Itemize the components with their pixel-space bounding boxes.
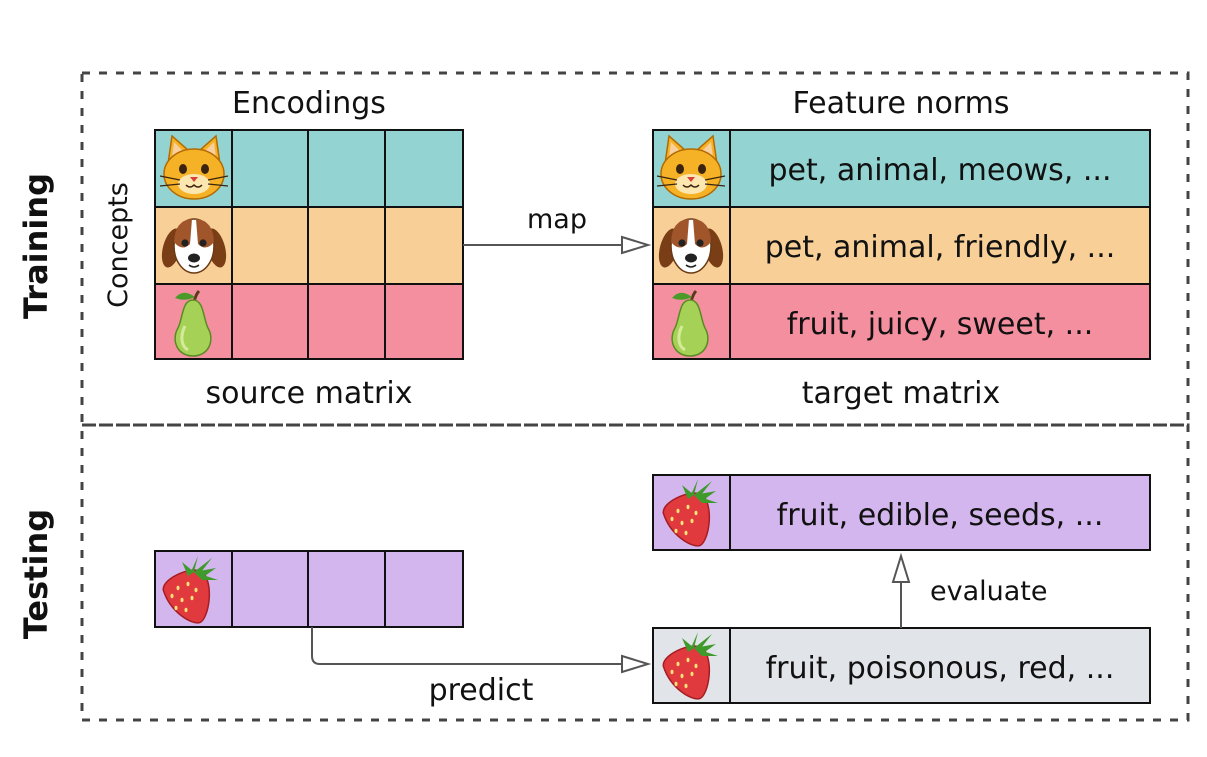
target-row-dog-fill <box>652 206 1151 285</box>
evaluate-label: evaluate <box>930 576 1048 607</box>
map-arrow <box>463 235 652 255</box>
test-source-row <box>154 550 464 632</box>
map-label: map <box>527 204 587 235</box>
target-row-dog-features: pet, animal, friendly, ... <box>765 230 1116 265</box>
predicted-row: fruit, poisonous, red, ... <box>652 627 1151 708</box>
source-matrix-caption: source matrix <box>206 376 413 411</box>
source-row-dog <box>154 206 464 285</box>
test-target-features: fruit, edible, seeds, ... <box>777 498 1104 533</box>
predict-arrow <box>311 627 652 674</box>
predict-label: predict <box>429 673 534 708</box>
encodings-title: Encodings <box>232 86 386 121</box>
target-row-cat-features: pet, animal, meows, ... <box>769 153 1112 188</box>
target-matrix: pet, animal, meows, ... pet, animal, fri… <box>652 129 1151 360</box>
training-section-label: Training <box>17 173 55 319</box>
target-row-pear-fill <box>652 283 1151 360</box>
testing-section-label: Testing <box>17 509 55 639</box>
test-target-row-fill <box>652 474 1151 551</box>
evaluate-arrow <box>891 552 911 628</box>
predicted-features: fruit, poisonous, red, ... <box>766 651 1115 686</box>
evaluate-arrowhead <box>891 552 911 583</box>
predict-arrowhead <box>621 654 652 674</box>
source-row-pear <box>154 283 464 360</box>
concepts-label: Concepts <box>103 182 134 308</box>
predicted-row-fill <box>652 627 1151 704</box>
target-row-pear-features: fruit, juicy, sweet, ... <box>787 307 1094 342</box>
source-matrix <box>154 129 464 360</box>
target-row-pear: fruit, juicy, sweet, ... <box>652 283 1151 360</box>
testing-frame <box>80 423 1190 722</box>
target-row-cat: pet, animal, meows, ... <box>652 129 1151 208</box>
target-row-cat-fill <box>652 129 1151 208</box>
target-matrix-caption: target matrix <box>802 376 1001 411</box>
target-row-dog: pet, animal, friendly, ... <box>652 206 1151 285</box>
test-target-row: fruit, edible, seeds, ... <box>652 474 1151 555</box>
feature-norms-title: Feature norms <box>793 86 1010 121</box>
source-row-cat <box>154 129 464 208</box>
training-frame <box>80 71 1190 427</box>
map-arrowhead <box>621 235 652 255</box>
